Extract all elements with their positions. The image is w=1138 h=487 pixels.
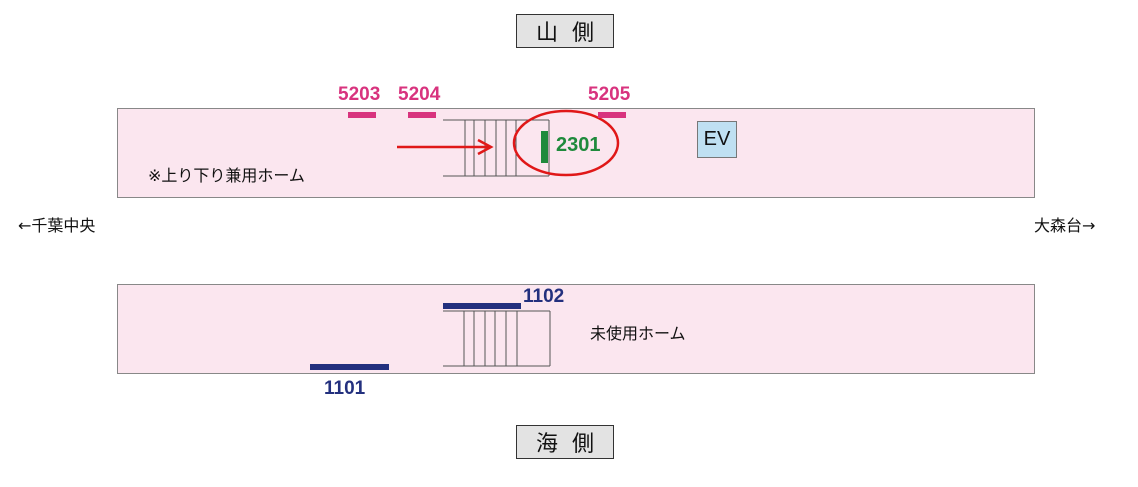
marker-1102-label: 1102 <box>523 286 565 307</box>
highlight-circle <box>512 109 620 177</box>
lower-platform <box>117 284 1035 374</box>
marker-5203-bar <box>348 112 376 118</box>
marker-2301-label: 2301 <box>556 134 601 156</box>
upper-platform <box>117 108 1035 198</box>
red-arrow-icon <box>397 138 494 156</box>
lower-platform-note: 未使用ホーム <box>590 324 686 343</box>
direction-left: ←千葉中央 <box>18 216 96 235</box>
lower-stairs <box>443 310 551 367</box>
marker-5204-bar <box>408 112 436 118</box>
marker-5203-label: 5203 <box>338 84 381 105</box>
marker-5205-bar <box>598 112 626 118</box>
marker-5205-label: 5205 <box>588 84 631 105</box>
mountain-side-label: 山側 <box>516 14 614 48</box>
upper-platform-note: ※上り下り兼用ホーム <box>148 166 305 185</box>
marker-5204-label: 5204 <box>398 84 441 105</box>
marker-1102-bar <box>443 303 521 309</box>
direction-right: 大森台→ <box>1034 216 1096 235</box>
marker-2301-bar <box>541 131 548 163</box>
sea-side-label: 海側 <box>516 425 614 459</box>
marker-1101-label: 1101 <box>324 378 366 399</box>
marker-1101-bar <box>310 364 389 370</box>
elevator-box: EV <box>697 121 737 158</box>
